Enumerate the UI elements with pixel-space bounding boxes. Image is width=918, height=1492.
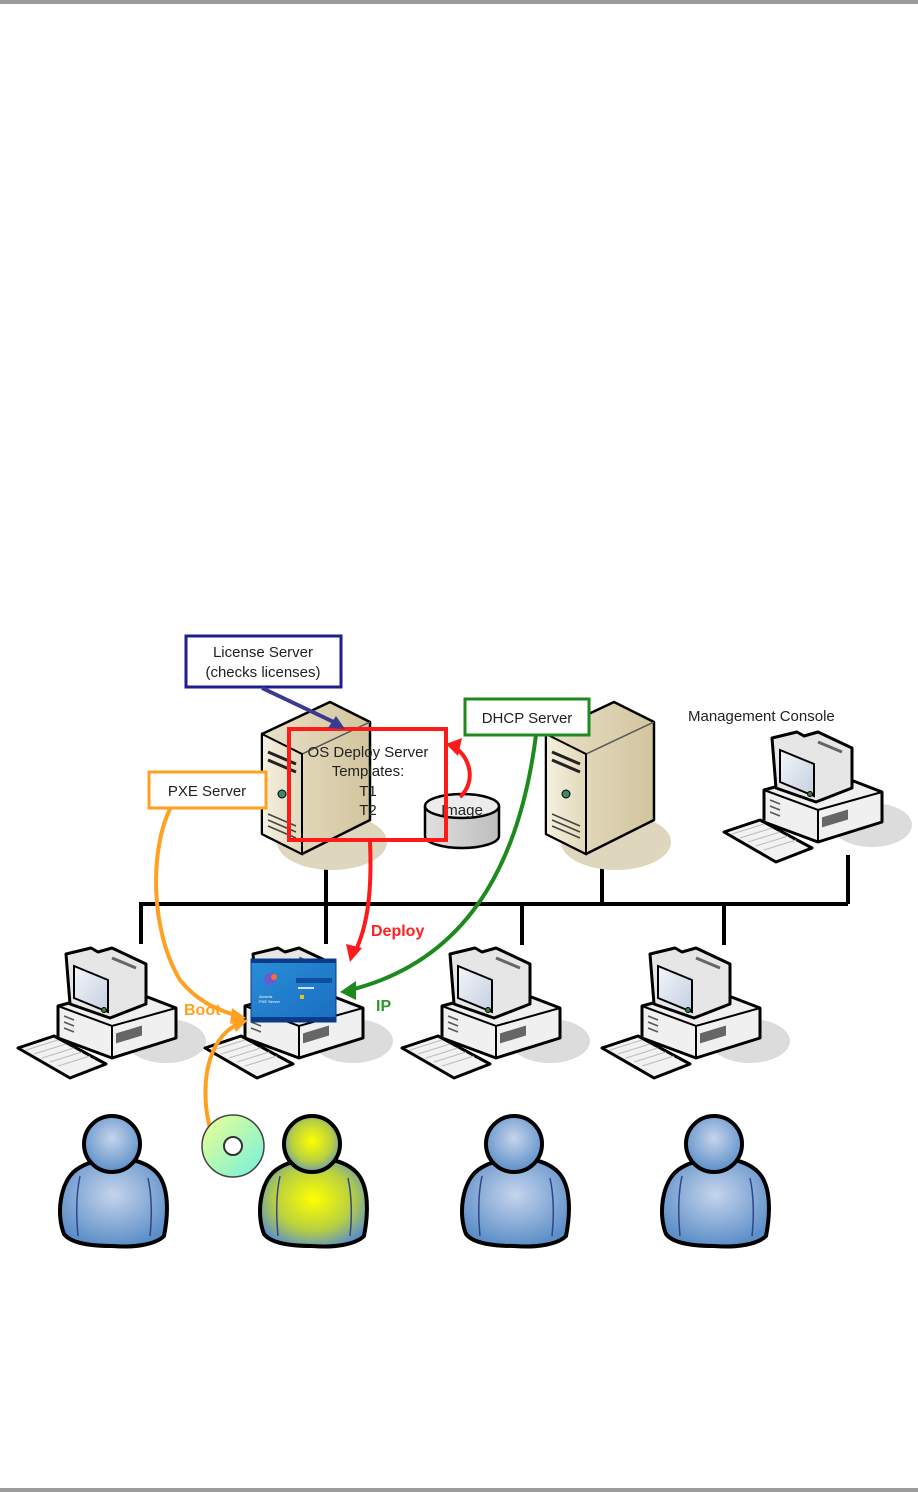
management-console-icon <box>722 730 914 864</box>
deploy-label: Deploy <box>371 923 424 940</box>
user-icon-1 <box>58 1114 169 1249</box>
os-deploy-server-label: OS Deploy Server <box>308 744 429 761</box>
management-console-label: Management Console <box>688 708 835 725</box>
user-icon-4 <box>660 1114 771 1249</box>
template-t2: T2 <box>359 802 377 819</box>
image-label: Image <box>441 802 483 819</box>
pxe-screen-title-2: PXE Server <box>259 999 281 1004</box>
ip-label: IP <box>376 998 391 1015</box>
client-workstation-4 <box>600 946 792 1080</box>
user-icon-3 <box>460 1114 571 1249</box>
client-workstation-1 <box>16 946 208 1080</box>
pxe-screen-title-1: Acronis <box>259 994 272 999</box>
license-server-sublabel: (checks licenses) <box>205 664 320 681</box>
pxe-server-label: PXE Server <box>168 783 246 800</box>
license-check-arrow <box>261 686 345 729</box>
license-server-label: License Server <box>213 644 313 661</box>
page-bottom-rule <box>0 1488 918 1492</box>
pxe-boot-arrow <box>154 808 246 1024</box>
deploy-arrow <box>346 841 373 962</box>
pxe-server-box <box>147 770 268 810</box>
license-server-box <box>184 634 343 689</box>
templates-label: Templates: <box>332 763 405 780</box>
cd-boot-arrow <box>203 1018 248 1129</box>
boot-cd-icon <box>201 1114 265 1178</box>
boot-label: Boot <box>184 1002 221 1019</box>
image-to-server-arrow <box>446 738 472 799</box>
network-bus <box>139 855 850 945</box>
client-workstation-3 <box>400 946 592 1080</box>
ip-arrow <box>340 734 538 1000</box>
user-icon-2-highlighted <box>258 1114 369 1249</box>
pxe-server-screen: Acronis PXE Server <box>250 958 337 1023</box>
dhcp-server-label: DHCP Server <box>482 710 573 727</box>
page-top-rule <box>0 0 918 4</box>
template-t1: T1 <box>359 783 377 800</box>
os-deploy-server-box <box>287 727 448 842</box>
dhcp-server-box <box>463 697 591 737</box>
